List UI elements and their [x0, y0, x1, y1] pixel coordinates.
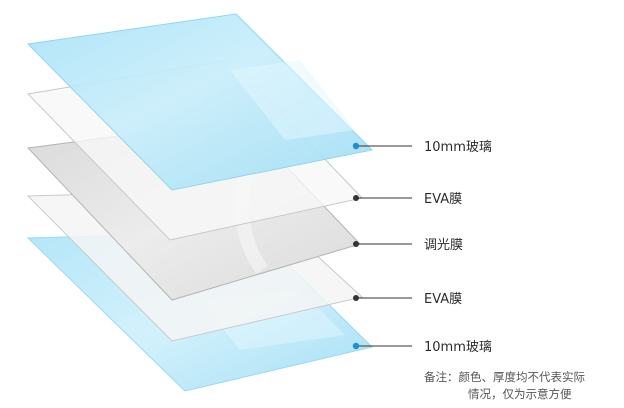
leader-dot [353, 195, 359, 201]
label-lower-eva: EVA膜 [424, 292, 462, 307]
callout-switchable-film: 调光膜 [353, 238, 463, 253]
disclaimer-note: 备注：颜色、厚度均不代表实际 情况，仅为示意方便 [424, 370, 585, 401]
label-upper-eva: EVA膜 [424, 192, 462, 207]
label-bottom-glass: 10mm玻璃 [424, 340, 492, 355]
callout-lower-eva: EVA膜 [353, 292, 462, 307]
label-top-glass: 10mm玻璃 [424, 140, 492, 155]
leader-dot [352, 142, 360, 150]
top-glass-panel [26, 13, 374, 191]
leader-dot [353, 295, 359, 301]
callout-top-glass: 10mm玻璃 [352, 140, 492, 155]
label-switchable-film: 调光膜 [424, 238, 463, 253]
note-line-1: 备注：颜色、厚度均不代表实际 [424, 370, 585, 384]
leader-dot [353, 241, 359, 247]
callout-bottom-glass: 10mm玻璃 [352, 340, 492, 355]
note-line-2: 情况，仅为示意方便 [468, 387, 572, 401]
leader-dot [352, 342, 360, 350]
layer-top-glass [26, 13, 374, 191]
top-glass-reflection [230, 60, 355, 140]
callout-upper-eva: EVA膜 [353, 192, 462, 207]
